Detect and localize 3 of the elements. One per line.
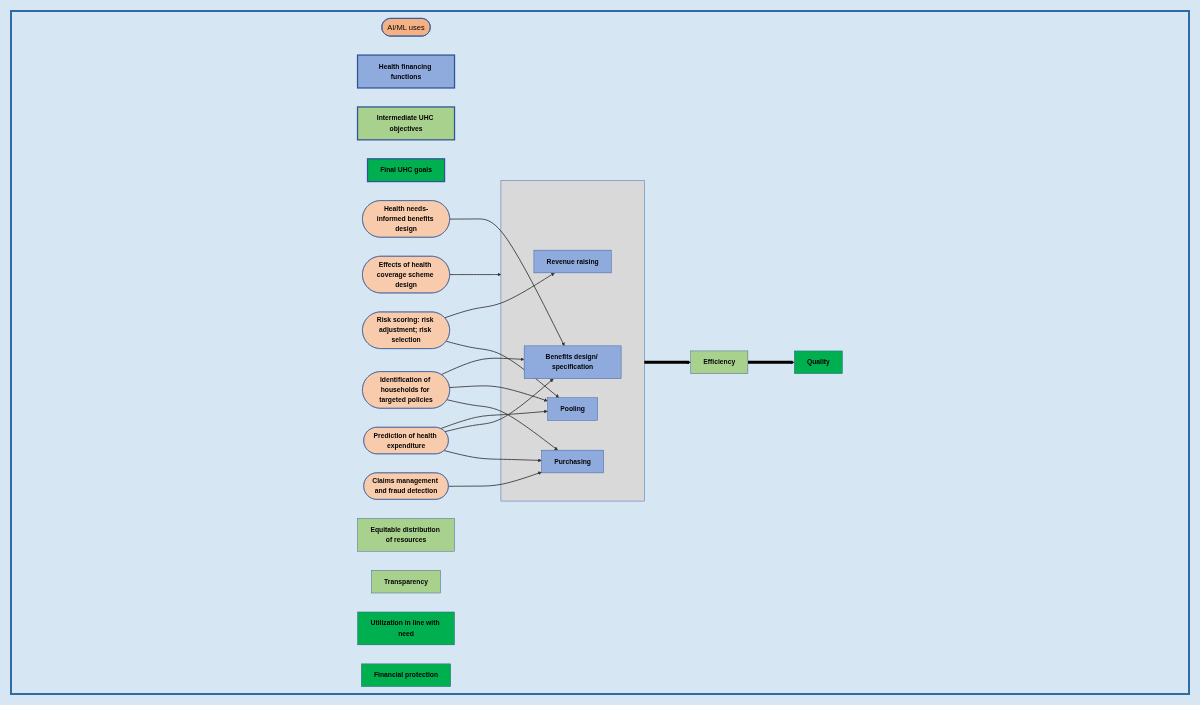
- arrow: [747, 360, 795, 365]
- arrow: [644, 360, 691, 365]
- cluster: [500, 180, 645, 502]
